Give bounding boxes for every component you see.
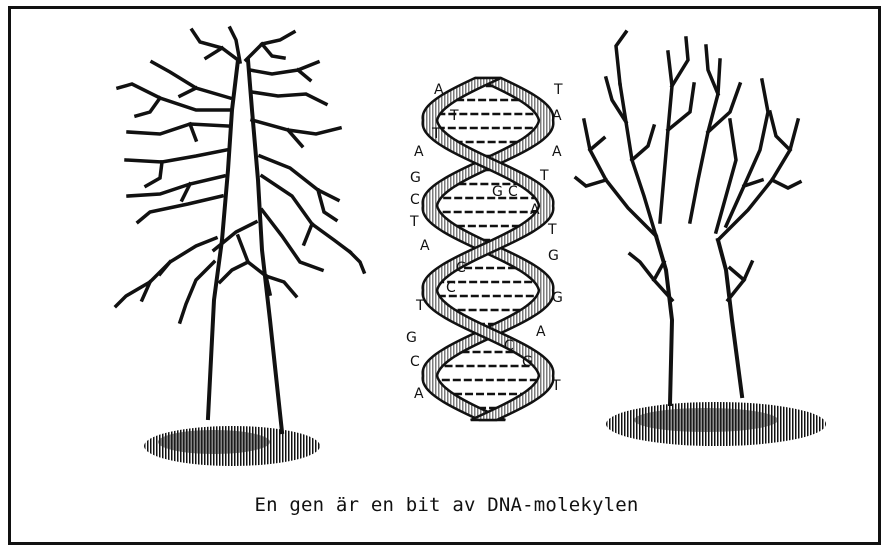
caption: En gen är en bit av DNA-molekylen <box>0 494 893 516</box>
right-tree <box>576 32 826 446</box>
left-base-label: T <box>415 298 425 314</box>
right-base-label: T <box>547 222 557 238</box>
left-base-label: T <box>449 108 459 124</box>
left-base-label: A <box>414 144 424 160</box>
right-base-label: G <box>548 248 559 264</box>
right-base-label: T <box>551 378 561 394</box>
right-ground <box>606 402 826 446</box>
left-base-label: A <box>434 82 444 98</box>
right-base-label: G <box>552 290 563 306</box>
right-base-label: C <box>508 184 518 200</box>
left-base-label: T <box>431 126 441 142</box>
left-tree <box>116 28 364 466</box>
right-base-label: G <box>492 184 503 200</box>
right-base-label: T <box>539 168 549 184</box>
right-base-label: A <box>552 108 562 124</box>
dna-helix: ATTAGCTACCTGCA TAATGCATGGACGT <box>406 78 563 420</box>
left-base-label: G <box>406 330 417 346</box>
left-base-label: G <box>410 170 421 186</box>
left-base-label: A <box>420 238 430 254</box>
left-base-label: C <box>410 192 420 208</box>
left-base-label: A <box>414 386 424 402</box>
left-base-label: T <box>409 214 419 230</box>
left-base-label: C <box>456 260 466 276</box>
right-base-label: T <box>553 82 563 98</box>
right-base-label: A <box>552 144 562 160</box>
left-base-label: C <box>410 354 420 370</box>
left-ground <box>144 426 320 466</box>
left-base-label: C <box>446 280 456 296</box>
right-base-label: A <box>536 324 546 340</box>
helix-strands <box>423 78 554 420</box>
right-base-label: C <box>504 338 514 354</box>
right-base-label: A <box>530 202 540 218</box>
right-base-label: G <box>522 354 533 370</box>
